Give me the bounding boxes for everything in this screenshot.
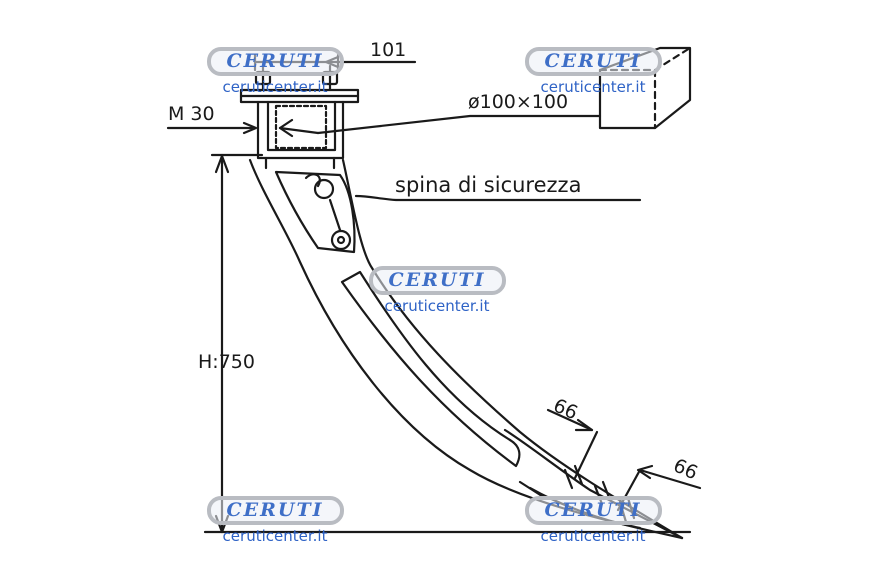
clamp-housing (256, 100, 345, 170)
watermark: CERUTI ceruticenter.it (362, 266, 512, 315)
watermark-url: ceruticenter.it (540, 527, 646, 545)
dimension-101-label: 101 (370, 39, 406, 61)
watermark-url: ceruticenter.it (384, 297, 490, 315)
height-label: H:750 (198, 351, 255, 373)
section-leader (278, 114, 602, 138)
clamp-plate (239, 88, 360, 104)
watermark-brand: CERUTI (544, 499, 642, 521)
shank-slot (340, 270, 521, 468)
watermark-brand: CERUTI (388, 269, 486, 291)
safety-pin-label: spina di sicurezza (395, 173, 581, 197)
watermark-brand: CERUTI (226, 499, 324, 521)
bolt-size-label: M 30 (168, 103, 215, 125)
watermark: CERUTI ceruticenter.it (518, 496, 668, 545)
watermark: CERUTI ceruticenter.it (200, 47, 350, 96)
watermark-brand: CERUTI (226, 50, 324, 72)
watermark-url: ceruticenter.it (222, 78, 328, 96)
watermark-brand: CERUTI (544, 50, 642, 72)
m30-leader (166, 121, 258, 135)
dimension-66-leader-1 (546, 408, 599, 480)
watermark-url: ceruticenter.it (222, 527, 328, 545)
safety-pin-leader (354, 194, 642, 202)
watermark-url: ceruticenter.it (540, 78, 646, 96)
watermark: CERUTI ceruticenter.it (200, 496, 350, 545)
height-dimension (210, 153, 264, 534)
watermark: CERUTI ceruticenter.it (518, 47, 668, 96)
section-size-label: ø100×100 (468, 91, 568, 113)
point-width-label-1: 66 (550, 394, 581, 424)
safety-pin-mechanism (304, 173, 352, 251)
shank-outline (248, 158, 684, 540)
